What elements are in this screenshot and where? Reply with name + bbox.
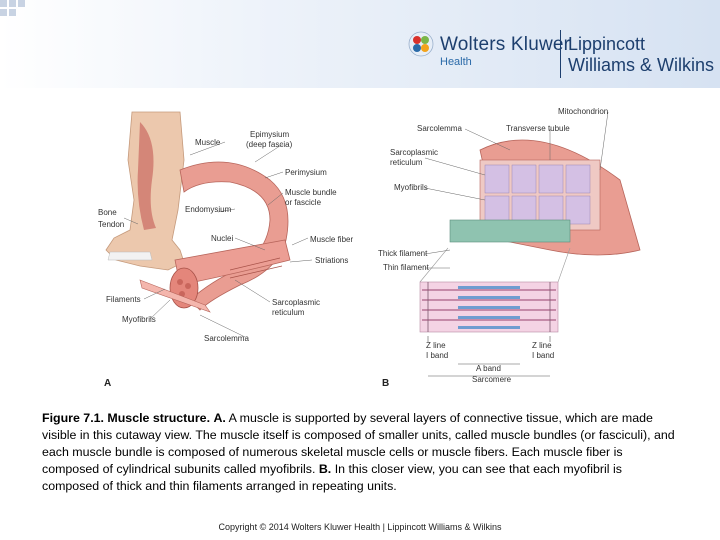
label-nuclei: Nuclei	[211, 234, 234, 243]
caption-title: Figure 7.1. Muscle structure.	[42, 411, 211, 425]
label-muscle: Muscle	[195, 138, 221, 147]
label-thick-filament: Thick filament	[378, 249, 428, 258]
label-sarcoplasmic-a: Sarcoplasmic	[272, 298, 321, 307]
label-or-fascicle: or fascicle	[285, 198, 322, 207]
label-sarcolemma-a: Sarcolemma	[204, 334, 249, 343]
logo-lippincott: Lippincott	[568, 34, 646, 54]
caption-a-text: A muscle is supported by several layers …	[42, 411, 675, 476]
label-sarcolemma-b: Sarcolemma	[417, 124, 462, 133]
slide-header: Wolters Kluwer Health Lippincott William…	[0, 0, 720, 88]
leader-lines	[123, 111, 609, 338]
caption-b-label: B.	[318, 462, 332, 476]
leg-illustration	[105, 111, 185, 271]
label-reticulum-a: reticulum	[272, 308, 305, 317]
label-mitochondrion: Mitochondrion	[558, 107, 609, 116]
label-endomysium: Endomysium	[185, 205, 232, 214]
caption-b-text: In this closer view, you can see that ea…	[42, 462, 622, 493]
label-a-band: A band	[476, 364, 501, 373]
logo-health: Health	[440, 56, 472, 68]
logo-williams-wilkins: Williams & Wilkins	[568, 55, 714, 75]
label-sarcoplasmic-b: Sarcoplasmic	[390, 148, 439, 157]
label-deep-fascia: (deep fascia)	[246, 140, 293, 149]
muscle-fiber-block-illustration	[449, 139, 641, 256]
label-bone: Bone	[98, 208, 117, 217]
publisher-logo: Wolters Kluwer Health Lippincott William…	[408, 30, 714, 80]
label-filaments: Filaments	[106, 295, 141, 304]
label-myofibrils-a: Myofibrils	[122, 315, 156, 324]
label-epimysium: Epimysium	[250, 130, 290, 139]
muscle-structure-figure: Muscle Epimysium (deep fascia) Perimysiu…	[80, 100, 720, 400]
label-tendon: Tendon	[98, 220, 125, 229]
label-z-line-right: Z line	[532, 341, 552, 350]
label-thin-filament: Thin filament	[383, 263, 429, 272]
caption-a-label: A.	[213, 411, 226, 425]
muscle-illustration	[105, 111, 641, 377]
label-perimysium: Perimysium	[285, 168, 327, 177]
figure-caption: Figure 7.1. Muscle structure. A. A muscl…	[42, 410, 682, 495]
label-i-band-left: I band	[426, 351, 449, 360]
corner-decoration	[0, 0, 34, 18]
panel-label-a: A	[104, 378, 112, 389]
muscle-bundle-illustration	[139, 161, 291, 313]
panel-label-b: B	[382, 378, 390, 389]
label-muscle-fiber: Muscle fiber	[310, 235, 354, 244]
label-transverse-tubule: Transverse tubule	[506, 124, 570, 133]
label-myofibrils-b: Myofibrils	[394, 183, 428, 192]
label-i-band-right: I band	[532, 351, 555, 360]
label-reticulum-b: reticulum	[390, 158, 423, 167]
label-z-line-left: Z line	[426, 341, 446, 350]
wolters-kluwer-logo-icon	[408, 31, 434, 57]
sarcomere-detail-illustration	[419, 247, 571, 377]
logo-wolters-kluwer: Wolters Kluwer	[440, 34, 571, 55]
label-muscle-bundle: Muscle bundle	[285, 188, 337, 197]
logo-divider	[560, 30, 561, 78]
label-sarcomere: Sarcomere	[472, 375, 512, 384]
label-striations: Striations	[315, 256, 349, 265]
copyright-footer: Copyright © 2014 Wolters Kluwer Health |…	[218, 522, 502, 532]
